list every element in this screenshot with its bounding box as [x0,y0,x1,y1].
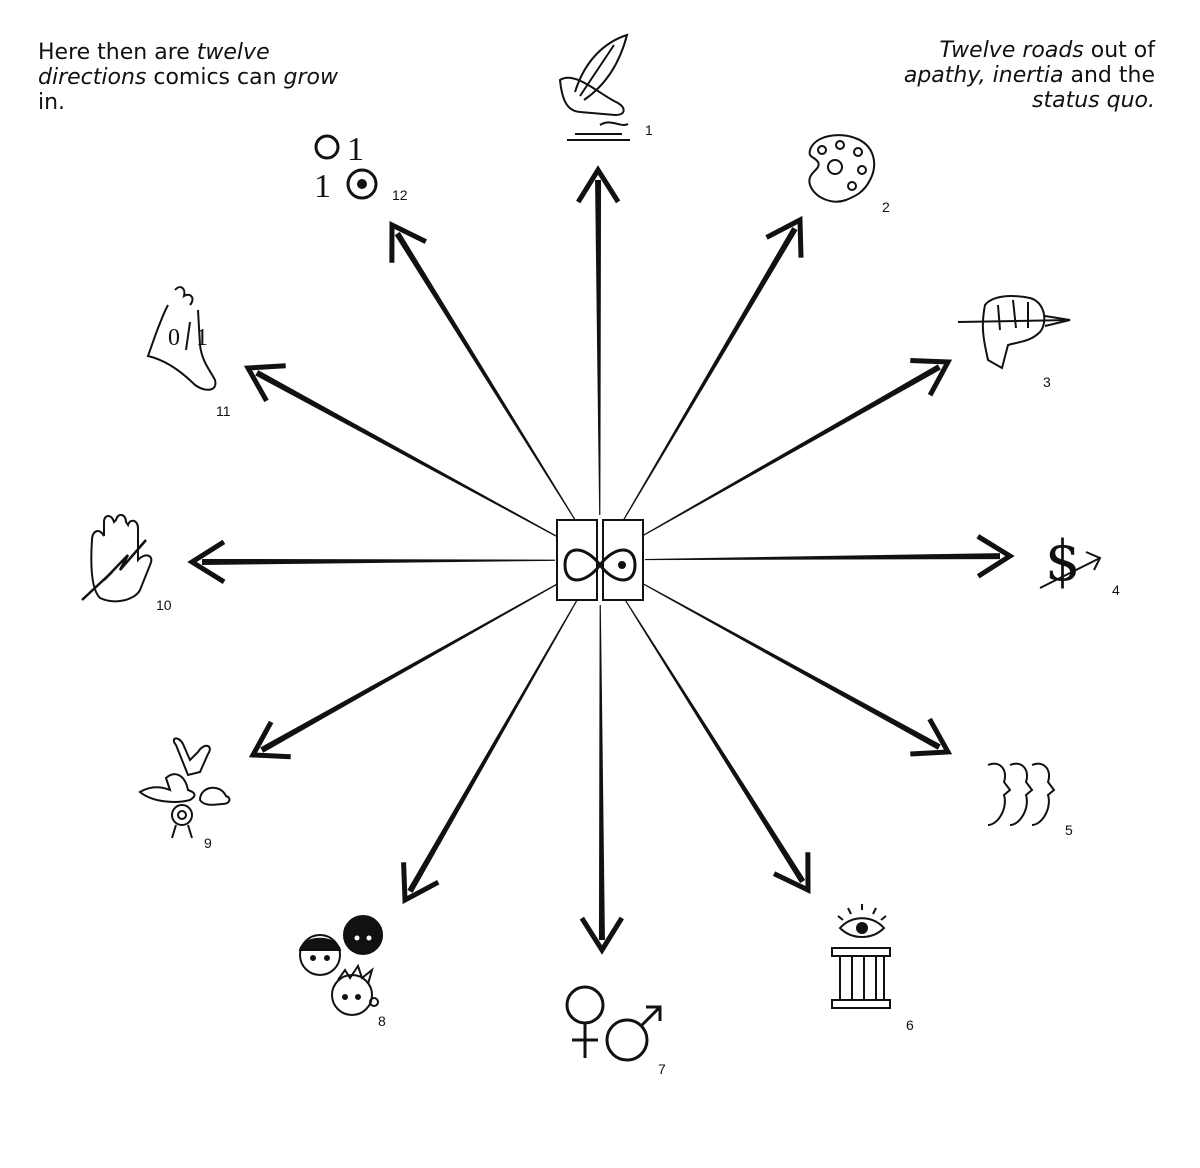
arrow-shaft [623,597,806,884]
arrowhead [401,862,440,905]
arrowhead [976,534,1015,579]
direction-number: 10 [156,597,172,613]
direction-number: 1 [645,122,653,138]
infinity-eye-icon [556,519,644,601]
caption-emphasis: directions [38,65,147,90]
caption-emphasis: apathy, inertia [903,63,1064,88]
arrows-group [187,165,1015,955]
svg-text:1: 1 [314,168,331,205]
arrowhead [248,720,291,760]
caption-text: comics can [146,65,284,90]
paint-palette-icon [808,134,876,203]
arrowhead [910,717,953,757]
arrowhead [910,357,953,397]
arrow-shaft [407,598,579,893]
direction-number: 11 [216,403,231,419]
arrow-shaft [394,231,577,523]
svg-text:1: 1 [347,131,364,168]
arrowhead [579,916,624,955]
caption-text: and the [1063,63,1156,88]
arrowhead [243,363,286,403]
caption-emphasis: status quo. [1032,88,1155,113]
arrowhead [576,165,621,204]
left-caption: Here then are twelve directions comics c… [38,40,338,115]
arrow-shaft [201,558,556,565]
dollar-arrow-icon: $ [1039,529,1102,594]
direction-number: 3 [1043,374,1051,390]
arrowhead [765,215,804,258]
caption-emphasis: twelve [196,40,270,65]
direction-number: 4 [1112,582,1120,598]
svg-text:$: $ [1045,529,1081,594]
hand-lightning-icon [81,514,153,603]
arrow-shaft [255,370,561,539]
arrow-shaft [639,581,941,750]
direction-number: 12 [392,187,408,203]
caption-emphasis: grow [283,65,338,90]
fist-with-brush-icon [957,295,1071,370]
arrow-shaft [260,581,562,753]
gender-symbols-icon [565,985,662,1062]
arrowhead [187,539,226,584]
caption-text: in. [38,90,66,115]
arrow-shaft [598,604,605,941]
winged-foot-binary-icon: 0 1 [146,286,217,391]
svg-text:0: 0 [168,325,180,351]
caption-emphasis: Twelve roads [939,38,1084,63]
direction-number: 9 [204,835,212,851]
quill-pen-hand-icon [558,33,630,141]
direction-number: 8 [378,1013,386,1029]
caption-text: Here then are [38,40,197,65]
arrow-shaft [644,553,1001,561]
direction-number: 6 [906,1017,914,1033]
arrow-shaft [595,179,602,516]
arrow-shaft [622,227,798,522]
eye-on-pillar-icon [831,904,891,1009]
binary-circles-icon: 1 1 [314,131,378,205]
right-caption: Twelve roads out of apathy, inertia and … [835,38,1155,113]
caption-text: out of [1083,38,1155,63]
arrow-shaft [638,364,941,539]
direction-number: 5 [1065,822,1073,838]
arrowhead [772,852,811,894]
three-profiles-icon [987,762,1056,826]
arrowhead [389,220,427,263]
three-faces-icon [298,915,383,1016]
direction-number: 7 [658,1061,666,1077]
direction-number: 2 [882,199,890,215]
hats-and-rosette-icon [138,737,231,839]
svg-text:1: 1 [196,325,208,351]
